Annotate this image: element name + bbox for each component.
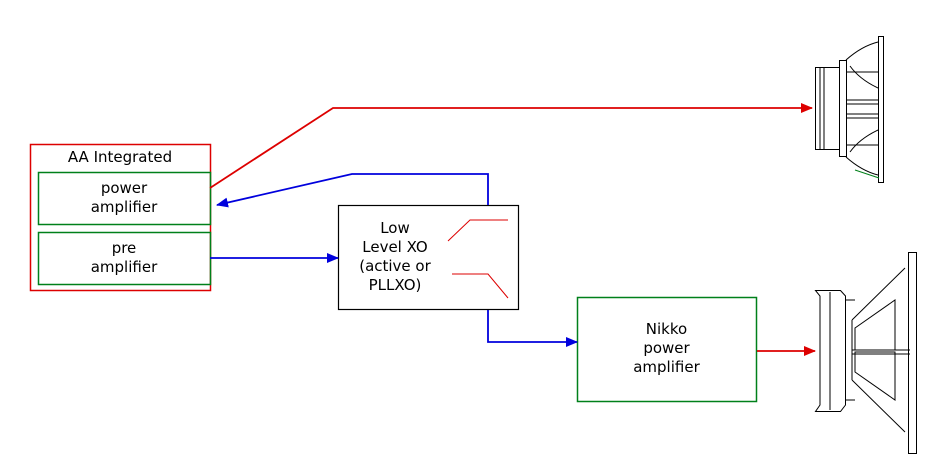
pre-amp-label-line1: pre bbox=[111, 239, 137, 257]
xo-to-nikko-wire bbox=[487, 310, 578, 347]
crossover-label: Low Level XO (active or PLLXO) bbox=[335, 219, 455, 295]
highpass-curve-icon bbox=[452, 273, 509, 299]
lowpass-curve-icon bbox=[447, 219, 508, 242]
xo-to-power-amp-wire bbox=[216, 173, 489, 208]
crossover-label-line2: Level XO bbox=[362, 238, 428, 256]
nikko-amp-label-line2: power bbox=[643, 339, 690, 357]
pre-amp-label: pre amplifier bbox=[38, 239, 210, 277]
pre-amp-label-line2: amplifier bbox=[90, 258, 158, 276]
woofer-speaker-wire bbox=[209, 103, 813, 189]
nikko-amp-label-line1: Nikko bbox=[645, 320, 688, 338]
woofer-speaker-icon bbox=[815, 36, 884, 183]
crossover-label-line3: (active or bbox=[359, 257, 431, 275]
crossover-label-line1: Low bbox=[380, 219, 410, 237]
crossover-label-line4: PLLXO) bbox=[368, 276, 422, 294]
nikko-amp-label: Nikko power amplifier bbox=[577, 320, 756, 377]
power-amp-label-line2: amplifier bbox=[90, 198, 158, 216]
large-speaker-icon bbox=[814, 252, 917, 454]
power-amp-label-line1: power bbox=[100, 179, 148, 197]
nikko-amp-label-line3: amplifier bbox=[633, 358, 700, 376]
integrated-amp-title: AA Integrated bbox=[67, 148, 173, 166]
power-amp-box bbox=[37, 171, 212, 226]
nikko-amp-box bbox=[576, 296, 758, 403]
power-amp-label: power amplifier bbox=[38, 179, 210, 217]
